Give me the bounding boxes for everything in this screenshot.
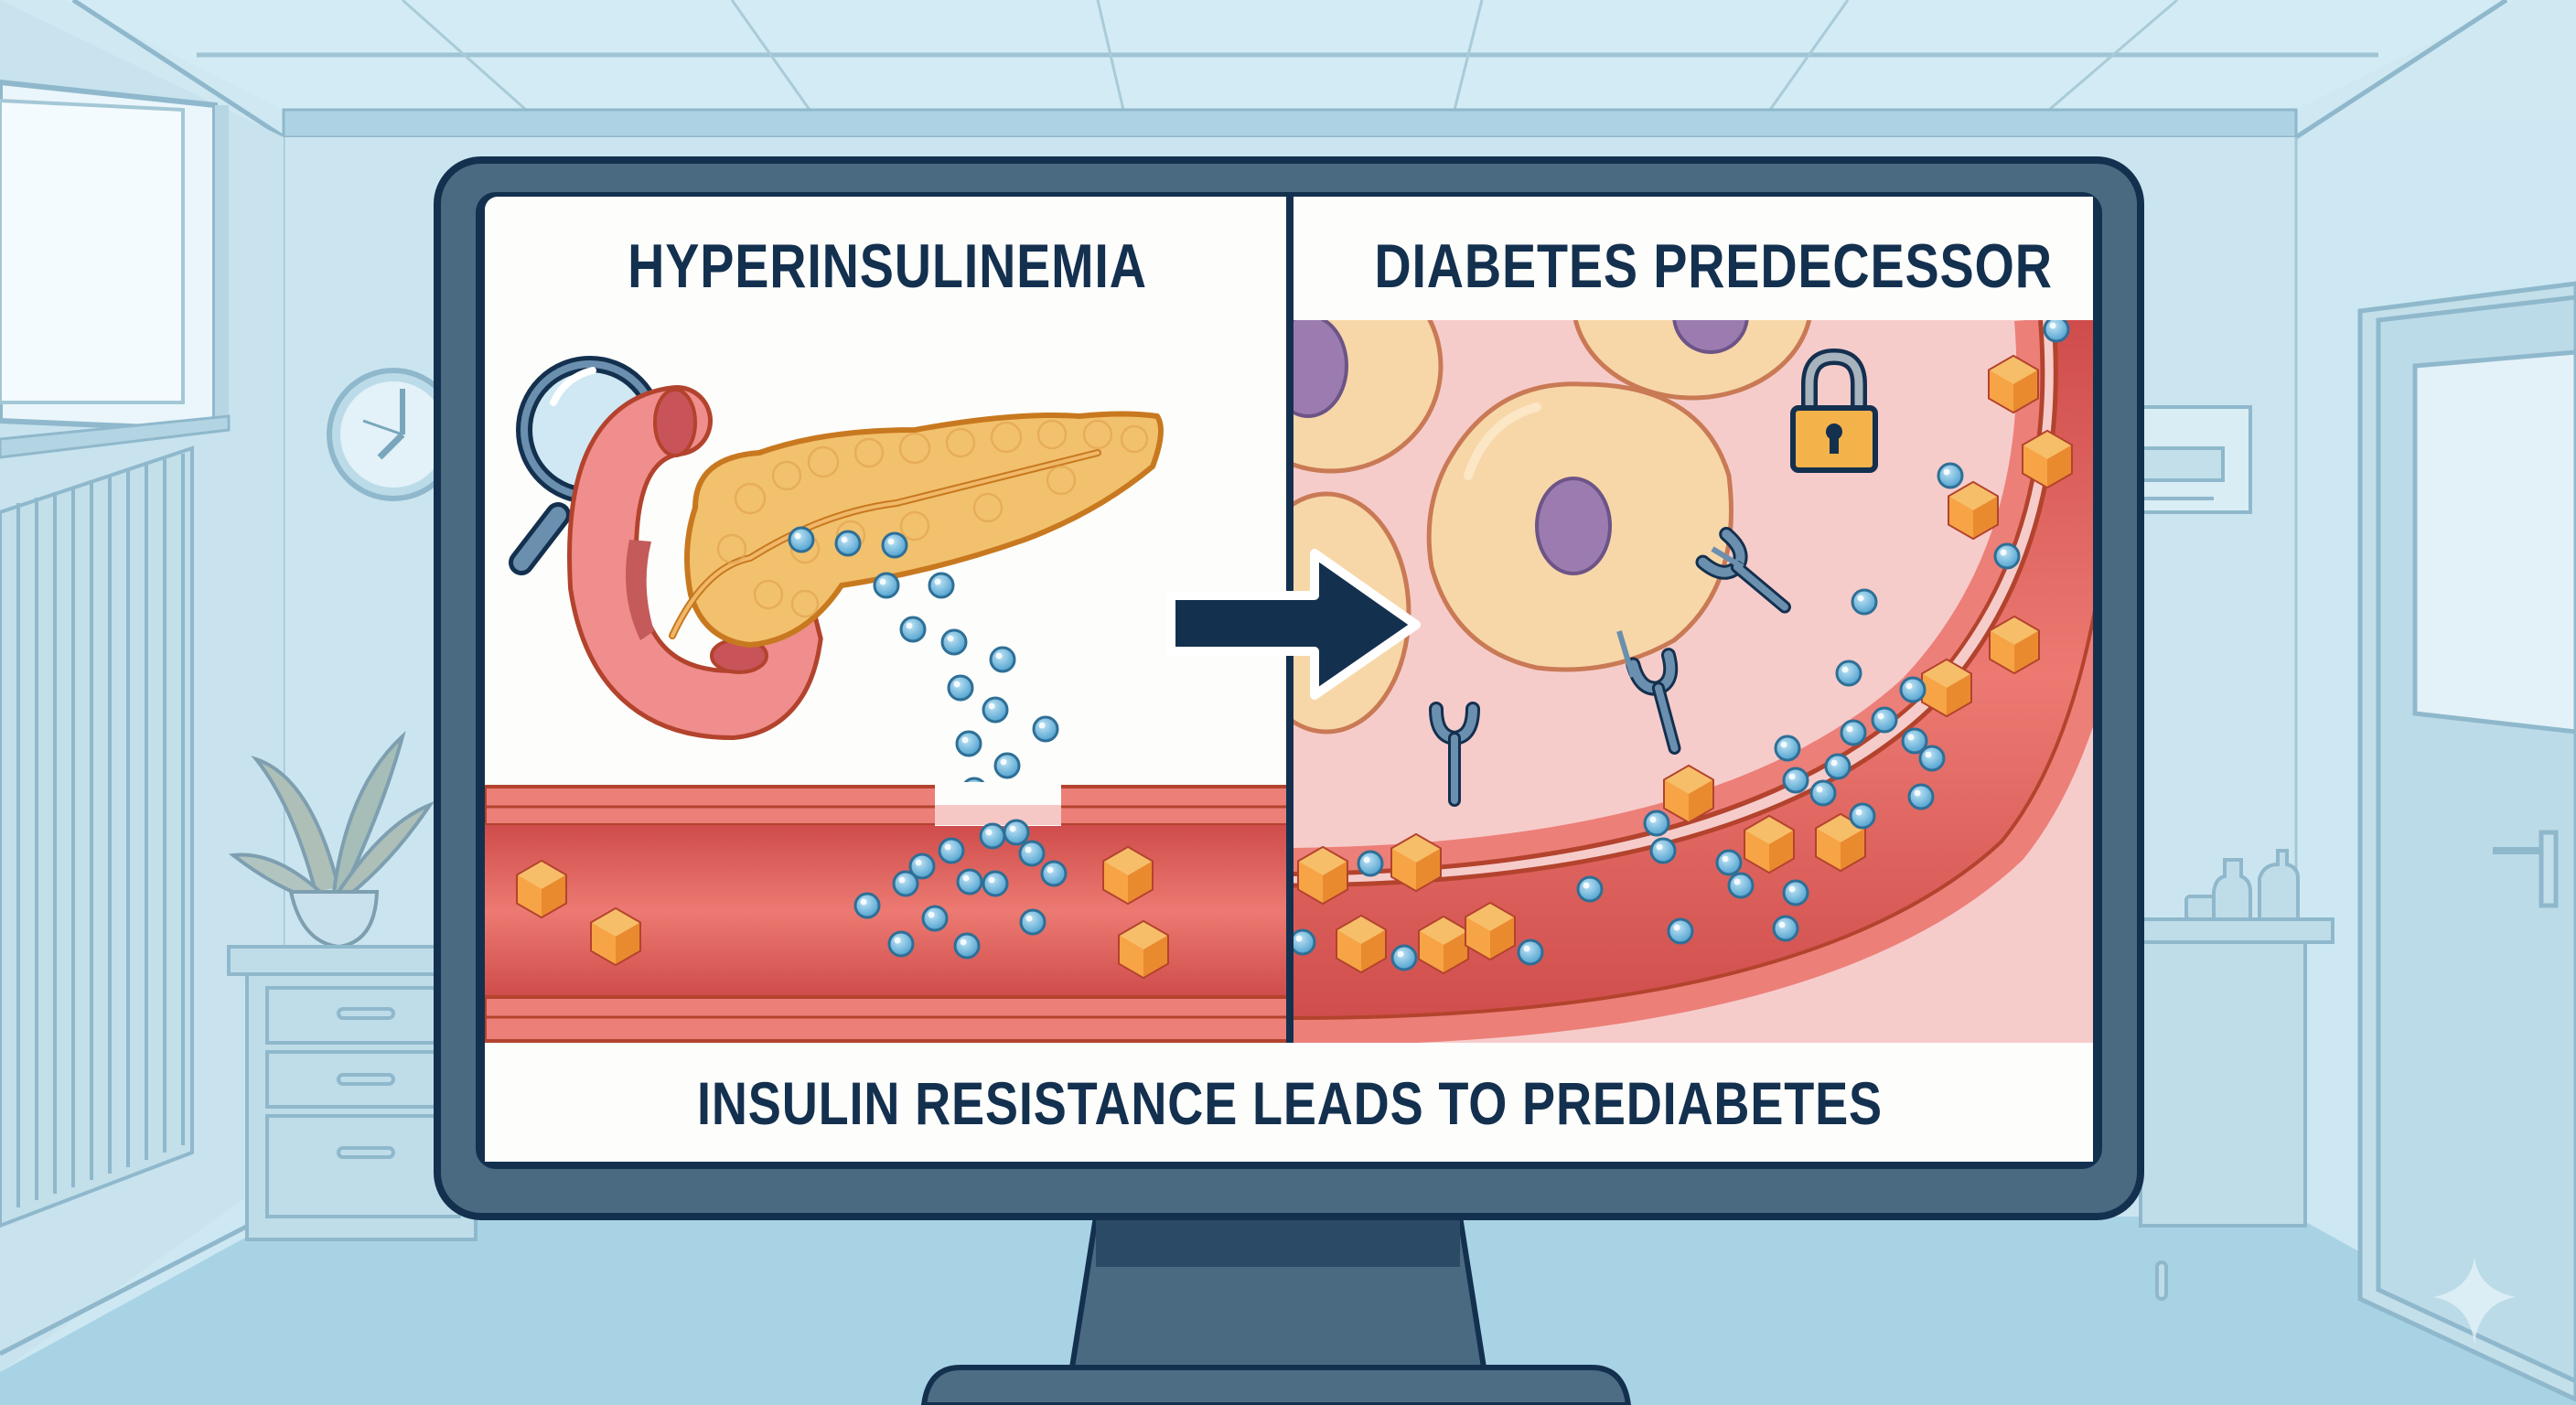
left-panel-illustration [485,356,1290,1043]
right-panel-title: DIABETES PREDECESSOR [1374,231,2053,301]
potted-plant [228,730,435,949]
padlock-icon [1790,348,1878,473]
insulin-receptors [1436,534,1797,800]
right-arrow-icon [1166,549,1421,700]
blood-vessel [485,782,1290,1043]
wall-clock [327,368,460,501]
duodenum [567,385,823,741]
caption: INSULIN RESISTANCE LEADS TO PREDIABETES [697,1069,1883,1137]
left-panel-title: HYPERINSULINEMIA [628,231,1147,301]
side-cabinet [2130,849,2334,1301]
door [2357,281,2576,1402]
sparkle-icon [2433,1258,2516,1345]
wall-poster [2130,405,2252,514]
pancreas [669,411,1164,649]
